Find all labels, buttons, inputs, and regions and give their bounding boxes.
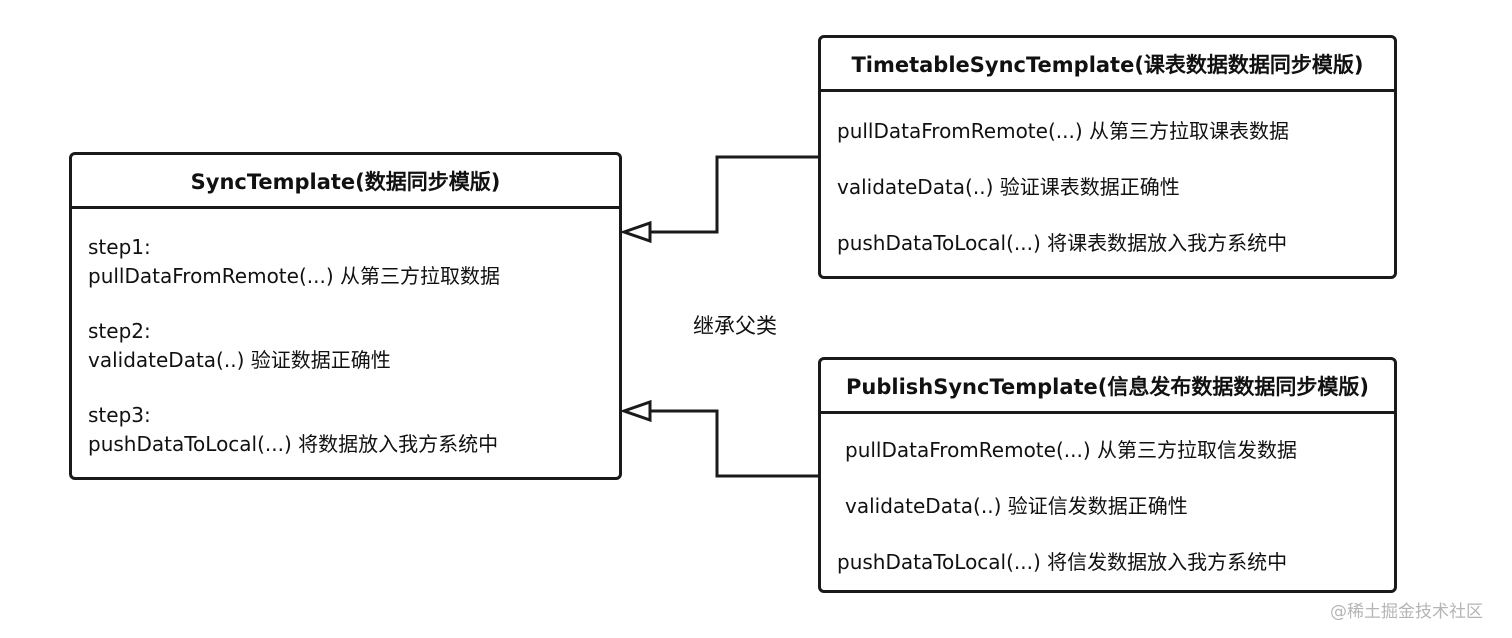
publish-class-body: pullDataFromRemote(...) 从第三方拉取信发数据 valid… <box>821 414 1394 590</box>
timetable-method-validate: validateData(..) 验证课表数据正确性 <box>837 175 1180 199</box>
watermark-text: @稀土掘金技术社区 <box>1330 602 1483 622</box>
base-class-body: step1: pullDataFromRemote(...) 从第三方拉取数据 … <box>72 209 619 477</box>
step1-label: step1: <box>88 235 151 259</box>
publish-method-pull: pullDataFromRemote(...) 从第三方拉取信发数据 <box>845 438 1297 462</box>
base-class-title: SyncTemplate(数据同步模版) <box>72 155 619 209</box>
base-class-box: SyncTemplate(数据同步模版) step1: pullDataFrom… <box>69 152 622 480</box>
timetable-class-title: TimetableSyncTemplate(课表数据数据同步模版) <box>821 38 1394 92</box>
publish-class-title: PublishSyncTemplate(信息发布数据数据同步模版) <box>821 360 1394 414</box>
step2-method: validateData(..) 验证数据正确性 <box>88 348 391 372</box>
step3-label: step3: <box>88 403 151 427</box>
inheritance-connector-publish <box>626 409 818 478</box>
step2-label: step2: <box>88 319 151 343</box>
publish-method-validate: validateData(..) 验证信发数据正确性 <box>845 494 1188 518</box>
timetable-method-push: pushDataToLocal(...) 将课表数据放入我方系统中 <box>837 231 1288 255</box>
step3-method: pushDataToLocal(...) 将数据放入我方系统中 <box>88 432 499 456</box>
publish-method-push: pushDataToLocal(...) 将信发数据放入我方系统中 <box>837 550 1288 574</box>
timetable-method-pull: pullDataFromRemote(...) 从第三方拉取课表数据 <box>837 119 1289 143</box>
timetable-class-box: TimetableSyncTemplate(课表数据数据同步模版) pullDa… <box>818 35 1397 279</box>
inheritance-connector-timetable <box>626 155 818 234</box>
publish-class-box: PublishSyncTemplate(信息发布数据数据同步模版) pullDa… <box>818 357 1397 593</box>
inheritance-arrowhead-timetable <box>619 220 652 244</box>
step1-method: pullDataFromRemote(...) 从第三方拉取数据 <box>88 264 500 288</box>
timetable-class-body: pullDataFromRemote(...) 从第三方拉取课表数据 valid… <box>821 92 1394 276</box>
inheritance-label: 继承父类 <box>693 314 777 338</box>
inheritance-arrowhead-publish <box>619 399 652 423</box>
